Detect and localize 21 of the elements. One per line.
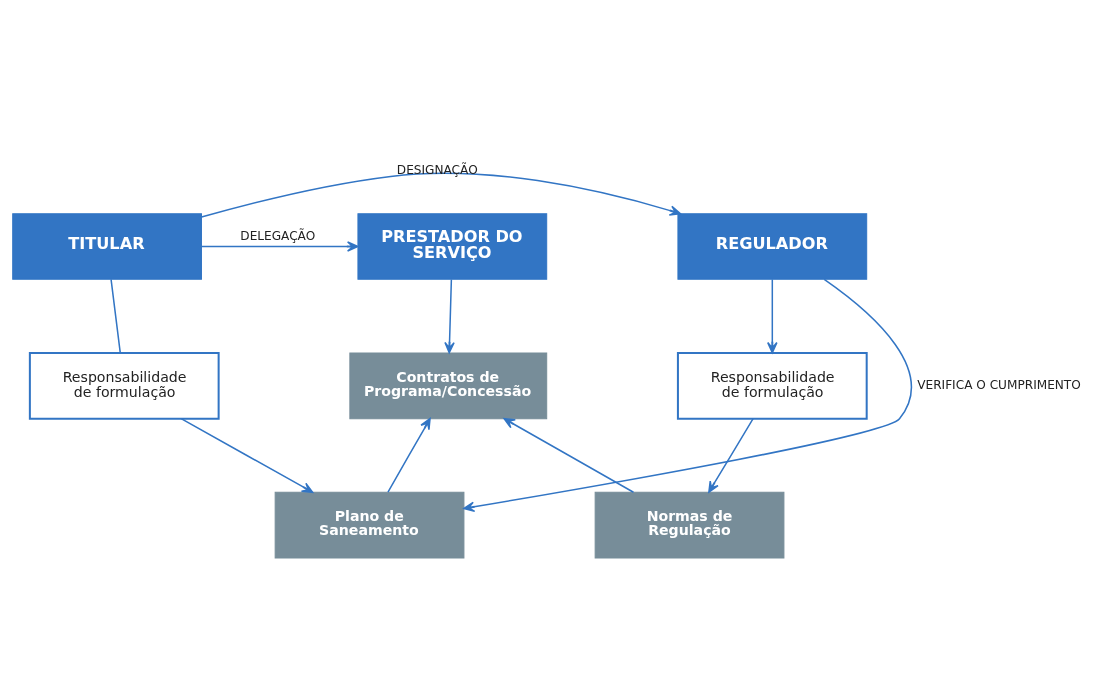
node-box: Contratos de Programa/Concessão <box>349 352 548 419</box>
arrow <box>200 172 682 218</box>
arrow <box>180 417 314 493</box>
node-box: Responsabilidade de formulação <box>676 351 868 420</box>
edge-label: VERIFICA O CUMPRIMENTO <box>917 377 1081 392</box>
edge-label: DESIGNAÇÃO <box>396 162 478 177</box>
node-box: Responsabilidade de formulação <box>28 351 220 420</box>
node-box: Plano de Saneamento <box>274 491 465 558</box>
edge-label: DELEGAÇÃO <box>240 228 316 243</box>
arrow <box>767 278 778 353</box>
arrow <box>444 278 455 353</box>
connector <box>110 278 121 353</box>
arrow <box>201 240 359 252</box>
arrow <box>708 417 754 493</box>
arrow <box>387 417 431 493</box>
node-box: PRESTADOR DO SERVIÇO <box>357 212 548 280</box>
node-box: TITULAR <box>12 212 202 280</box>
node-box: REGULADOR <box>677 212 868 280</box>
node-box: Normas de Regulação <box>594 491 785 558</box>
arrow <box>503 417 635 493</box>
arrow <box>463 278 912 512</box>
